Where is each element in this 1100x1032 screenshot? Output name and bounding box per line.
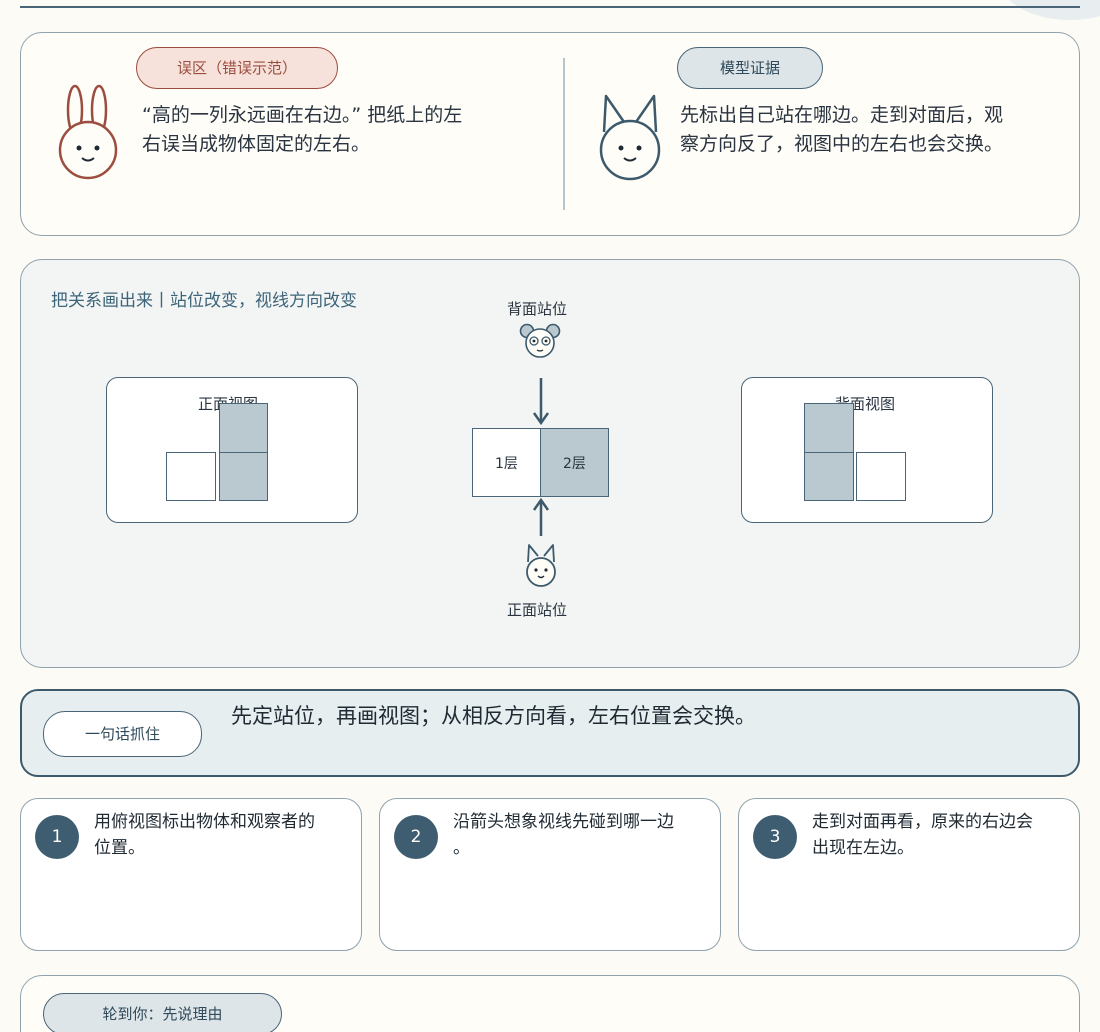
step-text-1-line1: 用俯视图标出物体和观察者的: [94, 812, 315, 832]
summary-tag: 一句话抓住: [43, 711, 202, 757]
back-view-block-top: [804, 403, 854, 453]
small-cat-icon: [526, 544, 556, 587]
front-view-block-left: [166, 452, 216, 501]
front-view-block-top: [219, 403, 268, 453]
misconception-tag: 误区（错误示范）: [136, 47, 338, 89]
back-position-label: 背面站位: [507, 300, 568, 318]
step-card-3: [738, 798, 1080, 951]
arrow-down-icon: [532, 378, 550, 426]
step-text-2-line1: 沿箭头想象视线先碰到哪一边: [453, 812, 674, 832]
card-divider: [563, 58, 565, 210]
front-position-label: 正面站位: [507, 601, 568, 619]
misconception-text-line1: “高的一列永远画在右边。” 把纸上的左: [142, 104, 463, 126]
top-view-cell-2: [540, 428, 609, 497]
your-turn-tag: 轮到你：先说理由: [43, 993, 282, 1032]
step-text-2-line2: 。: [453, 838, 470, 858]
model-text-line1: 先标出自己站在哪边。走到对面后，观: [680, 104, 1004, 126]
cell-2-label: 2层: [563, 456, 586, 472]
step-card-2: [379, 798, 721, 951]
step-number-3: 3: [753, 815, 797, 859]
model-text-line2: 察方向反了，视图中的左右也会交换。: [680, 133, 1004, 155]
rabbit-icon: [58, 84, 118, 180]
bear-icon: [519, 323, 561, 358]
summary-text: 先定站位，再画视图；从相反方向看，左右位置会交换。: [231, 704, 756, 728]
step-card-1: [20, 798, 362, 951]
front-view-block-bottom: [219, 452, 268, 501]
step-text-3-line2: 出现在左边。: [812, 838, 914, 858]
corner-decoration: [1000, 0, 1100, 20]
step-text-3-line1: 走到对面再看，原来的右边会: [812, 812, 1033, 832]
model-tag: 模型证据: [677, 47, 823, 89]
diagram-title: 把关系画出来丨站位改变，视线方向改变: [51, 291, 357, 311]
cell-1-label: 1层: [495, 456, 518, 472]
step-number-1: 1: [35, 815, 79, 859]
cat-icon: [599, 94, 661, 181]
misconception-text-line2: 右误当成物体固定的左右。: [142, 133, 371, 155]
arrow-up-icon: [532, 498, 550, 536]
back-view-block-bottom: [804, 452, 854, 501]
step-text-1-line2: 位置。: [94, 838, 145, 858]
step-number-2: 2: [394, 815, 438, 859]
top-divider: [20, 6, 1080, 8]
back-view-block-right: [856, 452, 906, 501]
